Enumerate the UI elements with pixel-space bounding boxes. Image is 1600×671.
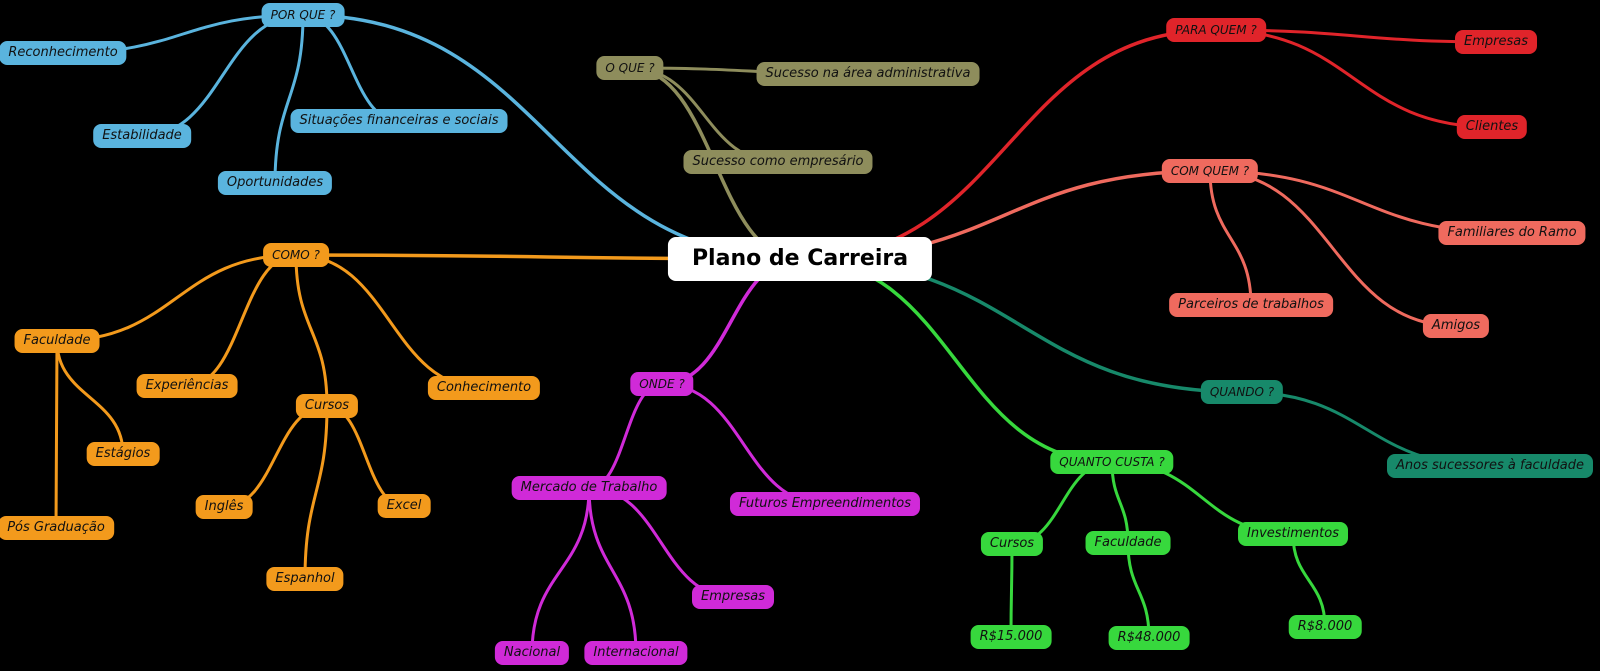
link-nacional: [530, 486, 591, 655]
link-espanhol: [303, 404, 329, 581]
link-mercado: [587, 382, 664, 490]
link-oportunidades: [273, 13, 305, 185]
topic-internacional[interactable]: Internacional: [584, 641, 688, 665]
topic-faculdade[interactable]: Faculdade: [14, 329, 100, 353]
link-empresas-onde: [587, 486, 735, 599]
topic-situacoes-financeiras[interactable]: Situações financeiras e sociais: [290, 109, 508, 133]
value-investimentos[interactable]: R$8.000: [1288, 615, 1362, 639]
link-cursos: [294, 253, 329, 408]
topic-oportunidades[interactable]: Oportunidades: [217, 171, 333, 195]
link-estagios: [55, 339, 125, 456]
link-faculdade: [55, 253, 298, 343]
value-faculdade[interactable]: R$48.000: [1108, 626, 1190, 650]
central-topic[interactable]: Plano de Carreira: [667, 237, 933, 281]
link-parceiros: [1208, 169, 1253, 307]
link-v8: [1291, 532, 1327, 629]
link-estabilidade: [140, 13, 305, 138]
link-v48: [1126, 541, 1151, 640]
topic-sucesso-empresario[interactable]: Sucesso como empresário: [683, 150, 873, 174]
topic-estabilidade[interactable]: Estabilidade: [93, 124, 191, 148]
topic-futuros-empreendimentos[interactable]: Futuros Empreendimentos: [729, 492, 921, 516]
link-center-por-que: [301, 13, 802, 261]
topic-faculdade-custo[interactable]: Faculdade: [1085, 531, 1171, 555]
link-ingles: [222, 404, 329, 509]
topic-sucesso-administrativa[interactable]: Sucesso na área administrativa: [756, 62, 980, 86]
branch-como[interactable]: COMO ?: [263, 243, 329, 267]
branch-para-quem[interactable]: PARA QUEM ?: [1166, 18, 1266, 42]
topic-excel[interactable]: Excel: [377, 494, 431, 518]
link-posgrad: [54, 339, 59, 530]
branch-o-que[interactable]: O QUE ?: [596, 56, 664, 80]
topic-empresas-onde[interactable]: Empresas: [692, 585, 774, 609]
topic-pos-graduacao[interactable]: Pós Graduação: [0, 516, 114, 540]
branch-por-que[interactable]: POR QUE ?: [261, 3, 345, 27]
topic-estagios[interactable]: Estágios: [86, 442, 160, 466]
topic-parceiros-de-trabalhos[interactable]: Parceiros de trabalhos: [1169, 293, 1333, 317]
topic-cursos[interactable]: Cursos: [295, 394, 359, 418]
topic-reconhecimento[interactable]: Reconhecimento: [0, 41, 127, 65]
value-cursos[interactable]: R$15.000: [970, 625, 1052, 649]
topic-cursos-custo[interactable]: Cursos: [980, 532, 1044, 556]
topic-conhecimento[interactable]: Conhecimento: [427, 376, 541, 400]
link-v15: [1009, 542, 1014, 639]
topic-clientes[interactable]: Clientes: [1456, 115, 1528, 139]
link-clientes: [1214, 28, 1494, 129]
link-excel: [325, 404, 406, 508]
branch-quanto-custa[interactable]: QUANTO CUSTA ?: [1050, 450, 1174, 474]
link-internacional: [587, 486, 638, 655]
branch-com-quem[interactable]: COM QUEM ?: [1161, 159, 1259, 183]
topic-investimentos[interactable]: Investimentos: [1238, 522, 1348, 546]
topic-familiares-do-ramo[interactable]: Familiares do Ramo: [1438, 221, 1586, 245]
topic-amigos[interactable]: Amigos: [1422, 314, 1490, 338]
topic-empresas-para-quem[interactable]: Empresas: [1455, 30, 1537, 54]
link-experiencias: [185, 253, 298, 388]
topic-mercado-de-trabalho[interactable]: Mercado de Trabalho: [511, 476, 667, 500]
topic-espanhol[interactable]: Espanhol: [266, 567, 344, 591]
topic-anos-sucessores[interactable]: Anos sucessores à faculdade: [1386, 454, 1594, 478]
topic-nacional[interactable]: Nacional: [494, 641, 570, 665]
link-futuros: [660, 382, 827, 506]
branch-quando[interactable]: QUANDO ?: [1200, 380, 1284, 404]
link-empresario: [628, 66, 780, 164]
link-situacoes: [301, 13, 401, 123]
branch-onde[interactable]: ONDE ?: [630, 372, 694, 396]
topic-ingles[interactable]: Inglês: [195, 495, 253, 519]
topic-experiencias[interactable]: Experiências: [136, 374, 238, 398]
